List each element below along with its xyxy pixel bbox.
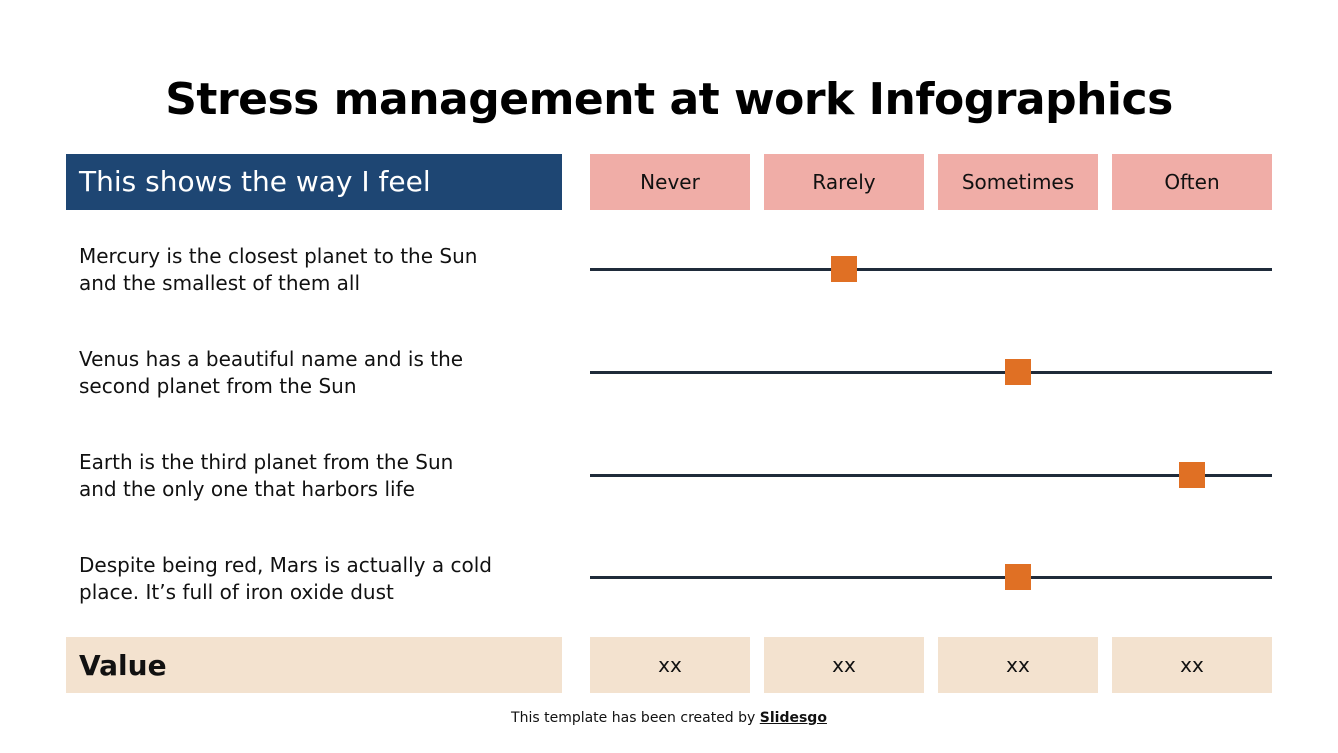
header-label: This shows the way I feel — [79, 165, 431, 198]
column-header-label: Never — [640, 170, 700, 194]
row-text-line: Mercury is the closest planet to the Sun — [79, 244, 478, 268]
row-text-line: Despite being red, Mars is actually a co… — [79, 553, 492, 577]
row-mercury-scale-track — [590, 268, 1272, 271]
row-text-line: place. It’s full of iron oxide dust — [79, 580, 394, 604]
row-text-line: and the smallest of them all — [79, 271, 361, 295]
row-text-line: Venus has a beautiful name and is the — [79, 347, 464, 371]
column-header-rarely: Rarely — [764, 154, 924, 210]
column-header-label: Sometimes — [961, 170, 1075, 194]
row-mars-scale-track — [590, 576, 1272, 579]
row-text-line: and the only one that harbors life — [79, 477, 415, 501]
row-earth-scale-track — [590, 474, 1272, 477]
row-mercury-text: Mercury is the closest planet to the Sun… — [79, 243, 559, 297]
header-label-box: This shows the way I feel — [66, 154, 562, 210]
value-cell-often: xx — [1112, 637, 1272, 693]
row-earth-text: Earth is the third planet from the Sun a… — [79, 449, 559, 503]
value-cell-rarely: xx — [764, 637, 924, 693]
footer-credit-text: This template has been created by — [511, 710, 760, 726]
row-text-line: second planet from the Sun — [79, 374, 357, 398]
row-venus-text: Venus has a beautiful name and is the se… — [79, 346, 559, 400]
column-header-label: Often — [1164, 170, 1220, 194]
value-cell-never: xx — [590, 637, 750, 693]
column-header-label: Rarely — [812, 170, 876, 194]
value-cell-text: xx — [658, 653, 682, 677]
column-header-sometimes: Sometimes — [938, 154, 1098, 210]
row-venus-scale-track — [590, 371, 1272, 374]
value-label: Value — [79, 648, 167, 682]
row-mercury-scale-marker[interactable] — [831, 256, 857, 282]
footer-credit: This template has been created by Slides… — [0, 710, 1338, 726]
row-mars-scale-marker[interactable] — [1005, 564, 1031, 590]
row-venus-scale-marker[interactable] — [1005, 359, 1031, 385]
value-cell-text: xx — [1180, 653, 1204, 677]
value-cell-text: xx — [832, 653, 856, 677]
column-header-often: Often — [1112, 154, 1272, 210]
value-label-box: Value — [66, 637, 562, 693]
value-cell-text: xx — [1006, 653, 1030, 677]
row-mars-text: Despite being red, Mars is actually a co… — [79, 552, 559, 606]
footer-brand-link[interactable]: Slidesgo — [759, 710, 827, 726]
column-header-never: Never — [590, 154, 750, 210]
value-cell-sometimes: xx — [938, 637, 1098, 693]
row-earth-scale-marker[interactable] — [1179, 462, 1205, 488]
row-text-line: Earth is the third planet from the Sun — [79, 450, 454, 474]
page-title: Stress management at work Infographics — [165, 74, 1173, 125]
